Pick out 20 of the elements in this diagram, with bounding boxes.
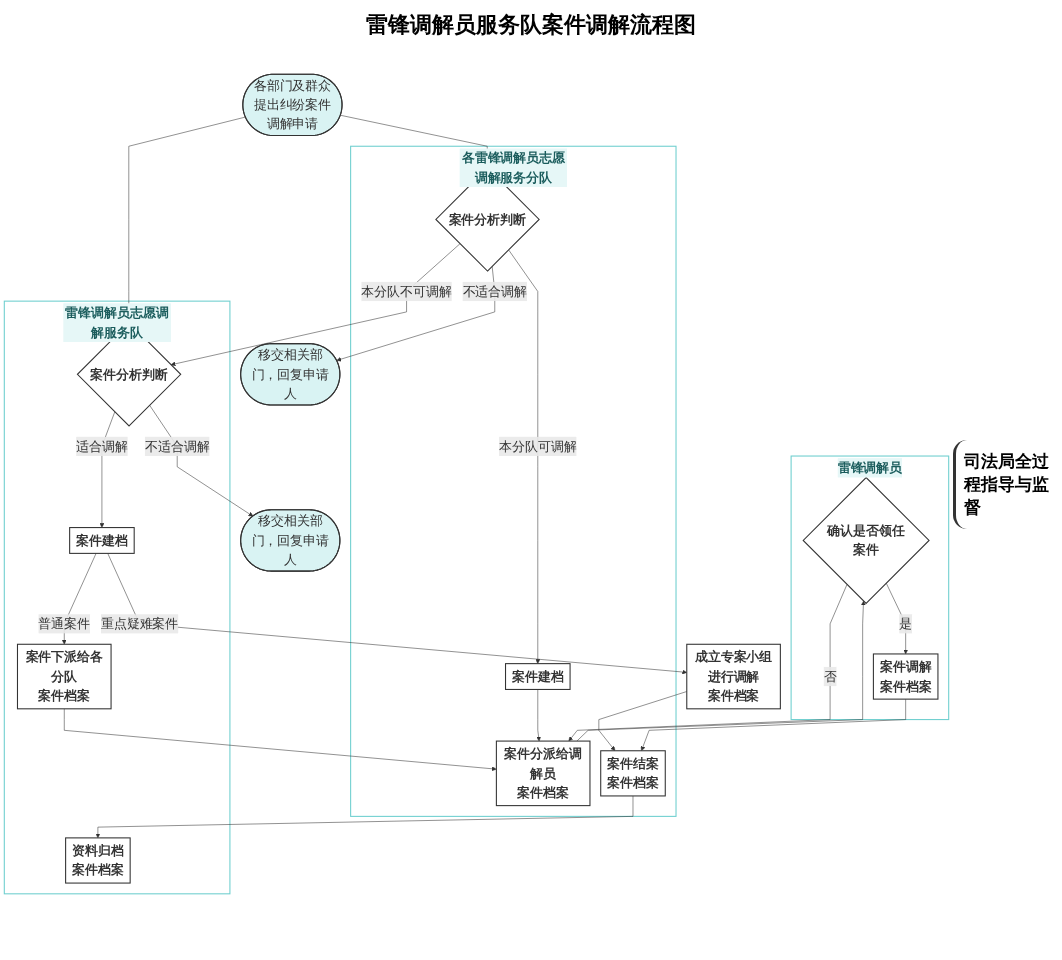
edge-label: 否 [823, 669, 837, 685]
edge-label: 不适合调解 [462, 283, 528, 299]
node-diamond: 确认是否领任案件 [802, 476, 930, 605]
node-box: 案件下派给各分队 案件档案 [16, 643, 112, 710]
node-box: 案件调解 案件档案 [872, 653, 939, 700]
node-box: 案件建档 [69, 527, 135, 554]
edge-label: 普通案件 [38, 616, 91, 632]
edge-label: 本分队可调解 [499, 438, 577, 454]
node-box: 案件结案 案件档案 [600, 750, 666, 797]
node-box: 成立专案小组进行调解 案件档案 [686, 643, 781, 710]
edge-label: 是 [899, 616, 913, 632]
edge-label: 本分队不可调解 [361, 283, 452, 299]
diagram-title: 雷锋调解员服务队案件调解流程图 [365, 11, 697, 39]
edge-label: 重点疑难案件 [100, 616, 179, 632]
side-note: 司法局全过程指导与监督 [964, 449, 1050, 519]
edge-label: 不适合调解 [144, 438, 210, 454]
node-box: 案件分派给调解员 案件档案 [495, 740, 591, 807]
node-box: 案件建档 [505, 663, 571, 690]
node-box: 资料归档 案件档案 [65, 837, 131, 884]
edge-label: 适合调解 [76, 438, 128, 454]
